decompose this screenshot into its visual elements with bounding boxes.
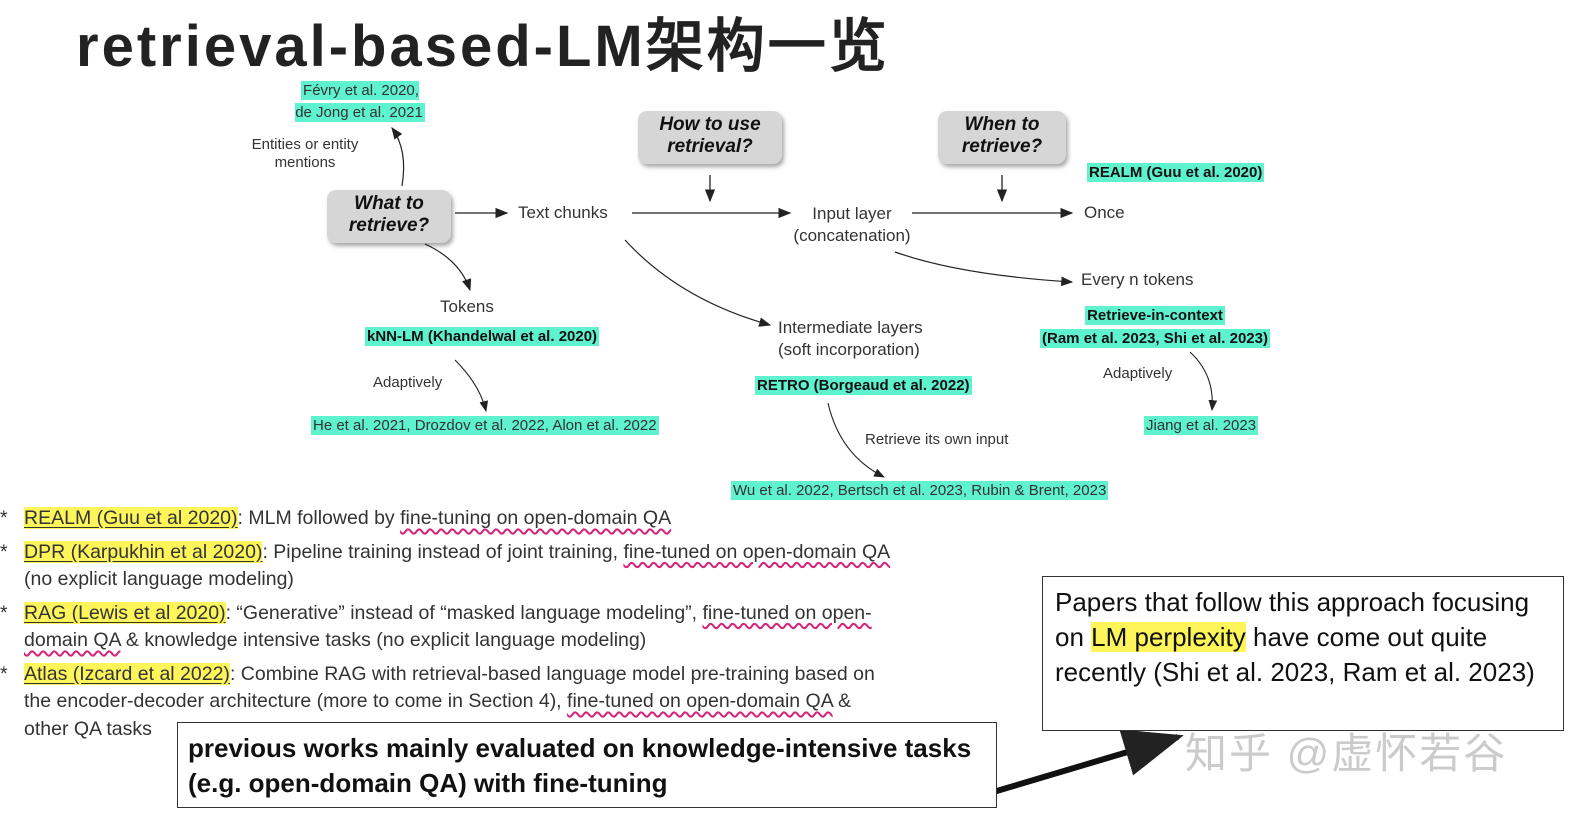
citation-ric-title: Retrieve-in-context (1085, 306, 1225, 325)
node-once: Once (1084, 203, 1125, 222)
citation-realm: REALM (Guu et al. 2020) (1087, 163, 1265, 182)
bullet-text: & knowledge intensive tasks (no explicit… (120, 629, 647, 651)
what-to-retrieve-box: What to retrieve? (327, 190, 451, 243)
citation-fevry: Févry et al. 2020, de Jong et al. 2021 (291, 80, 429, 124)
node-every-n-tokens: Every n tokens (1081, 270, 1194, 289)
bullet-underlined: fine-tuned on open-domain QA (623, 540, 891, 563)
bullet-underlined: fine-tuning on open-domain QA (400, 507, 672, 529)
how-to-use-label: How to use retrieval? (659, 114, 761, 157)
node-text-chunks: Text chunks (518, 203, 608, 222)
citation-retro: RETRO (Borgeaud et al. 2022) (755, 376, 972, 395)
arrow-what-to-tokens (424, 243, 472, 292)
bullet-name: REALM (Guu et al 2020) (24, 507, 238, 529)
label-adaptively-1: Adaptively (373, 374, 443, 391)
watermark: 知乎 @虚怀若谷 (1185, 730, 1508, 777)
callout-text-post: have come out quite recently (Shi et al.… (1055, 622, 1535, 687)
bullet-name: RAG (Lewis et al 2020) (24, 601, 226, 624)
bullet-text: : Pipeline training instead of joint tra… (262, 540, 624, 563)
label-adaptively-2: Adaptively (1103, 365, 1173, 382)
bullet-list: * REALM (Guu et al 2020): MLM followed b… (0, 505, 890, 743)
callout-perplexity: Papers that follow this approach focusin… (1042, 576, 1564, 731)
bullet-text: : Combine RAG with retrieval-based langu… (229, 662, 875, 685)
bullet-star: * (0, 662, 8, 685)
bullet-star: * (0, 540, 8, 563)
citation-jiang-text: Jiang et al. 2023 (1144, 416, 1259, 435)
bullet-underlined: fine-tuned on open- (702, 601, 872, 624)
arrow-input-to-everyn (894, 251, 1074, 287)
node-intermediate-layers: Intermediate layers (soft incorporation) (778, 318, 923, 359)
bullet-text: : MLM followed by (237, 507, 401, 529)
bullet-name: DPR (Karpukhin et al 2020) (24, 540, 263, 563)
callout-text-pre: Papers that follow this approach focusin… (1055, 587, 1530, 652)
arrow-box-to-box (989, 729, 1184, 796)
citation-ric: Retrieve-in-context (Ram et al. 2023, Sh… (1027, 304, 1283, 350)
arrow-adaptively-knn (454, 359, 489, 413)
citation-retro-text: RETRO (Borgeaud et al. 2022) (755, 376, 972, 395)
citation-wu-text: Wu et al. 2022, Bertsch et al. 2023, Rub… (731, 481, 1109, 500)
when-to-retrieve-label: When to retrieve? (961, 114, 1043, 157)
node-tokens: Tokens (440, 297, 494, 316)
bullet-rag: * RAG (Lewis et al 2020): “Generative” i… (0, 600, 890, 655)
when-to-retrieve-box: When to retrieve? (938, 111, 1066, 164)
callout-previous-works: previous works mainly evaluated on knowl… (177, 722, 997, 808)
citation-he-text: He et al. 2021, Drozdov et al. 2022, Alo… (311, 416, 659, 435)
arrow-retro-to-wu (827, 402, 885, 478)
bullet-realm: * REALM (Guu et al 2020): MLM followed b… (0, 505, 890, 533)
citation-knnlm: kNN-LM (Khandelwal et al. 2020) (365, 327, 600, 346)
how-to-use-box: How to use retrieval? (638, 111, 782, 164)
node-input-layer: Input layer (concatenation) (793, 204, 911, 245)
bullet-underlined: fine-tuned on open-domain QA (567, 690, 833, 712)
citation-fevry-text: Févry et al. 2020, de Jong et al. 2021 (295, 81, 425, 122)
arrow-adaptively-ric (1189, 351, 1218, 412)
citation-realm-text: REALM (Guu et al. 2020) (1087, 163, 1265, 182)
bullet-star: * (0, 507, 8, 529)
bullet-text: (no explicit language modeling) (24, 568, 294, 590)
what-to-retrieve-label: What to retrieve? (348, 193, 430, 236)
bullet-atlas: * Atlas (Izcard et al 2022): Combine RAG… (0, 661, 890, 744)
callout-highlight: LM perplexity (1091, 622, 1246, 652)
page-title: retrieval-based-LM架构一览 (76, 14, 890, 79)
bullet-text: : “Generative” instead of “masked langua… (225, 601, 703, 624)
bullet-dpr: * DPR (Karpukhin et al 2020): Pipeline t… (0, 539, 890, 594)
arrow-what-to-entities (391, 127, 405, 187)
bullet-text: other QA tasks (24, 717, 152, 740)
label-retrieve-own-input: Retrieve its own input (865, 431, 1009, 448)
bullet-name: Atlas (Izcard et al 2022) (24, 662, 230, 685)
bullet-text: the encoder-decoder architecture (more t… (24, 690, 568, 712)
citation-wu: Wu et al. 2022, Bertsch et al. 2023, Rub… (731, 481, 1109, 500)
citation-he: He et al. 2021, Drozdov et al. 2022, Alo… (311, 416, 659, 435)
node-entities: Entities or entity mentions (251, 136, 359, 171)
bullet-star: * (0, 601, 8, 624)
citation-jiang: Jiang et al. 2023 (1144, 416, 1259, 435)
bullet-text: & (832, 690, 852, 712)
arrow-chunks-to-intermediate (624, 239, 772, 327)
citation-knnlm-text: kNN-LM (Khandelwal et al. 2020) (365, 327, 600, 346)
bullet-underlined: domain QA (24, 629, 121, 651)
citation-ric-refs: (Ram et al. 2023, Shi et al. 2023) (1040, 329, 1270, 348)
